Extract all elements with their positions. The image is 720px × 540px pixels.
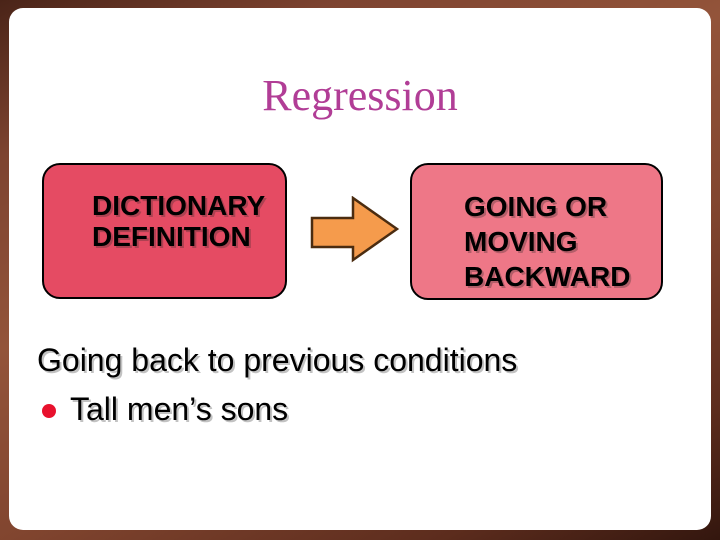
slide-title: Regression [262, 71, 458, 120]
right-arrow-icon [310, 195, 400, 264]
right-arrow-shape [310, 195, 400, 263]
dictionary-definition-box: DICTIONARY DEFINITION [42, 163, 287, 299]
left-box-line-1: DICTIONARY [92, 190, 266, 221]
right-box-line-2: MOVING [464, 226, 578, 257]
going-backward-box: GOING OR MOVING BACKWARD [410, 163, 663, 300]
going-backward-label: GOING OR MOVING BACKWARD [464, 189, 630, 294]
bullet-item-text: Tall men’s sons [70, 391, 289, 427]
body-text-line: Going back to previous conditions [37, 342, 518, 378]
dictionary-definition-label: DICTIONARY DEFINITION [92, 190, 265, 252]
right-box-line-3: BACKWARD [464, 261, 631, 292]
right-box-line-1: GOING OR [464, 191, 608, 222]
left-box-line-2: DEFINITION [92, 221, 251, 252]
bullet-dot-icon [42, 404, 56, 418]
